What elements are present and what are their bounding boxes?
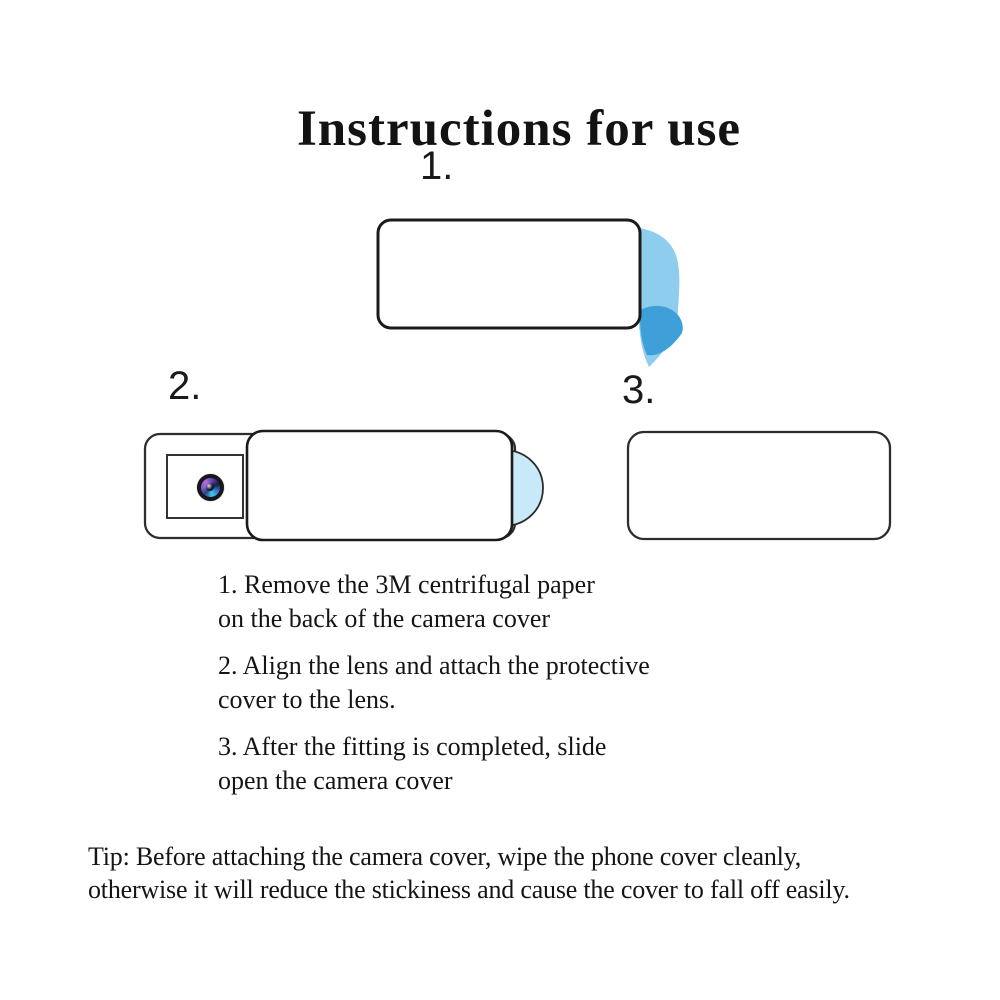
tip-line: Tip: Before attaching the camera cover, …	[88, 842, 802, 871]
tip-line: otherwise it will reduce the stickiness …	[88, 875, 850, 904]
instruction-line: 1. Remove the 3M centrifugal paper	[218, 570, 595, 599]
tip-text: Tip: Before attaching the camera cover, …	[88, 840, 850, 906]
instruction-line: open the camera cover	[218, 766, 453, 795]
page-title: Instructions for use	[296, 101, 742, 158]
peel-curl-icon	[640, 305, 683, 356]
step-1-diagram	[376, 218, 683, 367]
instruction-line: 2. Align the lens and attach the protect…	[218, 651, 650, 680]
instruction-step-1: 1. Remove the 3M centrifugal paper on th…	[218, 568, 650, 636]
step-3-number: 3.	[622, 368, 656, 412]
instruction-step-2: 2. Align the lens and attach the protect…	[218, 649, 650, 717]
instruction-line: cover to the lens.	[218, 685, 396, 714]
camera-lens-icon	[197, 474, 224, 501]
camera-cover-body	[376, 218, 642, 330]
step-1-number: 1.	[420, 144, 454, 188]
camera-cover-sliding	[245, 429, 514, 542]
instruction-step-3: 3. After the fitting is completed, slide…	[218, 730, 650, 798]
instruction-line: on the back of the camera cover	[218, 604, 551, 633]
instruction-line: 3. After the fitting is completed, slide	[218, 732, 607, 761]
step-3-diagram	[626, 430, 892, 541]
camera-cover-closed	[626, 430, 892, 541]
step-2-number: 2.	[168, 364, 202, 408]
instruction-list: 1. Remove the 3M centrifugal paper on th…	[218, 568, 650, 811]
